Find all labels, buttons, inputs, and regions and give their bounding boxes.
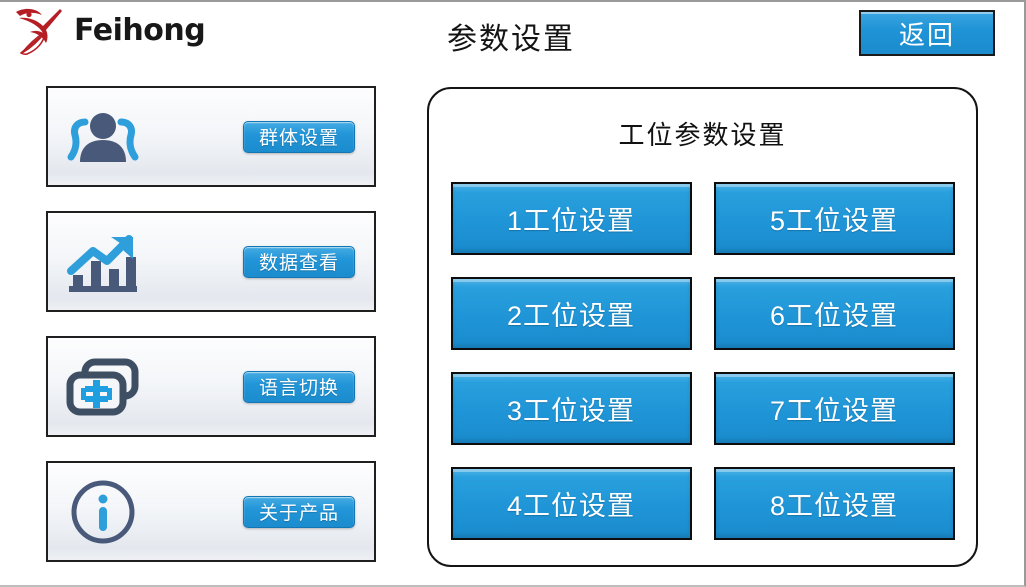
group-people-icon [48,106,158,168]
about-product-button[interactable]: 关于产品 [243,495,355,528]
return-button[interactable]: 返回 [859,10,995,56]
sidebar-item-data-view[interactable]: 数据查看 [46,211,376,312]
data-view-button[interactable]: 数据查看 [243,245,355,278]
brand-logo: Feihong [10,6,206,58]
station-button-2[interactable]: 2工位设置 [450,277,692,350]
language-switch-icon [48,356,158,418]
bar-chart-trend-icon [48,231,158,293]
language-switch-button[interactable]: 语言切换 [243,370,355,403]
sidebar-item-language-switch[interactable]: 语言切换 [46,336,376,437]
sidebar: 群体设置 数据查看 [46,86,376,586]
station-button-7[interactable]: 7工位设置 [713,372,955,445]
group-settings-button[interactable]: 群体设置 [243,120,355,153]
station-parameter-panel: 工位参数设置 1工位设置 2工位设置 3工位设置 4工位设置 5工位设置 6工位… [427,87,978,567]
station-button-6[interactable]: 6工位设置 [713,277,955,350]
station-button-grid: 1工位设置 2工位设置 3工位设置 4工位设置 5工位设置 6工位设置 7工位设… [450,182,955,540]
station-button-3[interactable]: 3工位设置 [450,372,692,445]
station-button-4[interactable]: 4工位设置 [450,467,692,540]
sidebar-item-group-settings[interactable]: 群体设置 [46,86,376,187]
brand-name: Feihong [74,12,206,48]
station-button-5[interactable]: 5工位设置 [713,182,955,255]
page-title: 参数设置 [447,23,575,56]
sidebar-item-about-product[interactable]: 关于产品 [46,461,376,562]
swift-bird-logo-icon [16,8,62,56]
panel-title: 工位参数设置 [618,120,787,150]
app-header: Feihong 参数设置 返回 [0,2,1022,70]
station-button-1[interactable]: 1工位设置 [450,182,692,255]
info-circle-icon [48,477,158,547]
station-button-8[interactable]: 8工位设置 [713,467,955,540]
